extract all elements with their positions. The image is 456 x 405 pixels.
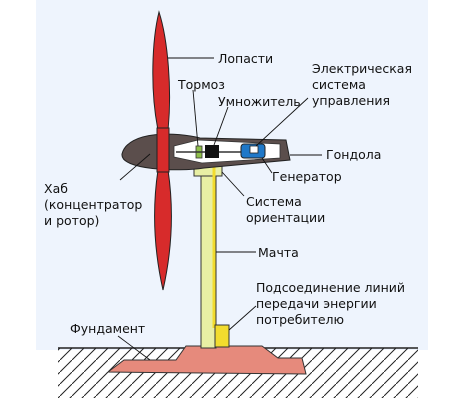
leader-multiplier bbox=[213, 106, 229, 146]
label-mast: Мачта bbox=[258, 245, 299, 260]
label-blades: Лопасти bbox=[218, 51, 274, 66]
blade-root bbox=[156, 127, 170, 173]
control-box bbox=[249, 145, 259, 154]
leader-yaw-system bbox=[221, 171, 245, 197]
label-grid-connection: Подсоединение линий передачи энергии пот… bbox=[256, 280, 406, 327]
grid-connector bbox=[214, 324, 230, 348]
leader-foundation bbox=[117, 335, 151, 361]
label-nacelle: Гондола bbox=[326, 147, 382, 162]
foundation-shape bbox=[106, 345, 307, 375]
label-control-system: Электрическая система управления bbox=[312, 61, 412, 108]
leader-grid-connection bbox=[228, 305, 257, 331]
label-brake: Тормоз bbox=[178, 77, 225, 92]
leader-brake bbox=[192, 89, 199, 147]
label-foundation: Фундамент bbox=[70, 321, 146, 336]
label-multiplier: Умножитель bbox=[218, 94, 301, 109]
label-hub: Хаб (концентратор и ротор) bbox=[44, 181, 143, 228]
leader-lines bbox=[117, 57, 322, 361]
background-panel bbox=[36, 0, 428, 350]
label-generator: Генератор bbox=[272, 169, 342, 184]
multiplier-shape bbox=[205, 145, 219, 158]
leader-generator bbox=[261, 157, 273, 174]
lower-blade bbox=[154, 169, 172, 291]
label-yaw-system: Система ориентации bbox=[246, 194, 326, 225]
leader-hub bbox=[119, 153, 151, 181]
leader-control-system bbox=[255, 97, 309, 147]
